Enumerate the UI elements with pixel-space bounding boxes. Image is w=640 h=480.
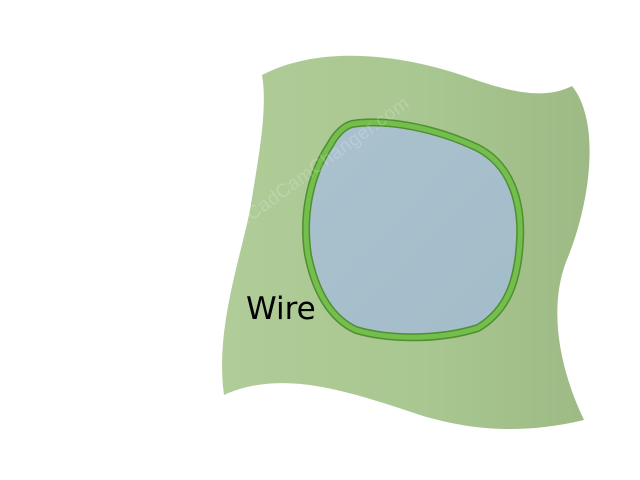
wire-label: Wire xyxy=(246,291,316,327)
hole-boundary xyxy=(306,122,521,338)
wire xyxy=(303,119,523,340)
